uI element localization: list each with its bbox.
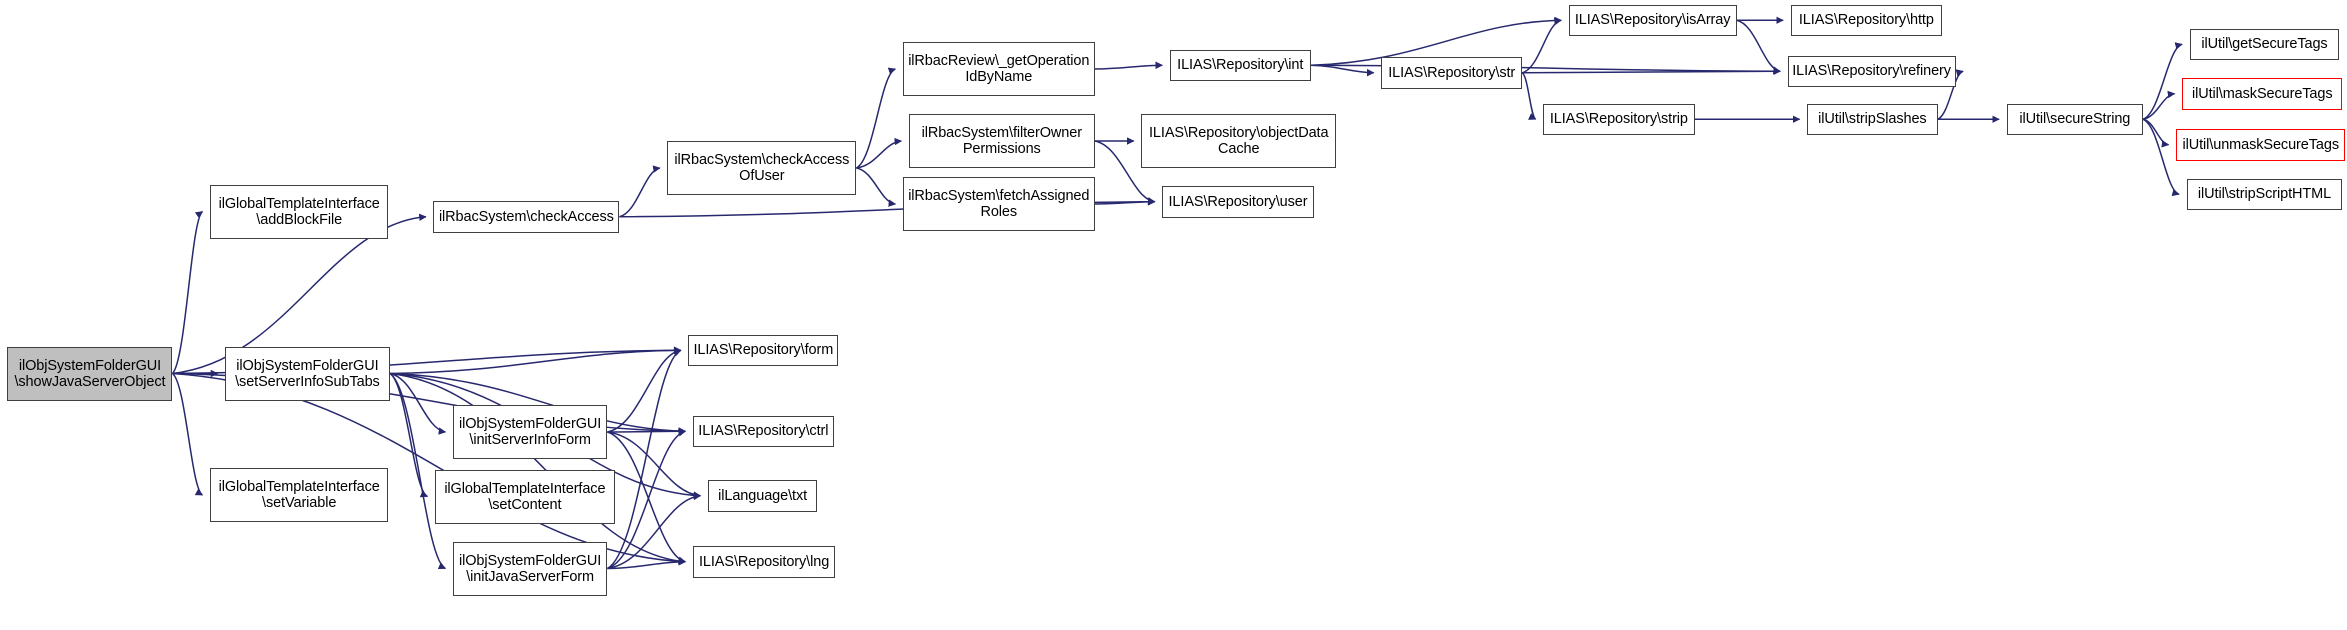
graph-node-secureString[interactable]: ilUtil\secureString [2006,103,2144,135]
graph-node-isArray[interactable]: ILIAS\Repository\isArray [1568,4,1737,36]
graph-node-label: ILIAS\Repository\lng [698,553,830,570]
graph-edge-filterOwnerPermissions-to-user [1094,140,1156,205]
graph-node-label: ILIAS\Repository\str [1388,64,1516,81]
graph-node-label: ilGlobalTemplateInterface \setVariable [218,479,380,511]
graph-node-label: ilUtil\getSecureTags [2201,36,2328,53]
graph-node-label: ilRbacReview\_getOperation IdByName [908,53,1090,85]
graph-node-label: ilUtil\maskSecureTags [2191,85,2333,102]
graph-node-label: ilObjSystemFolderGUI \initServerInfoForm [459,416,602,448]
graph-node-addBlockFile[interactable]: ilGlobalTemplateInterface \addBlockFile [209,184,389,239]
graph-edge-int-to-str [1310,64,1375,77]
graph-node-stripSlashes[interactable]: ilUtil\stripSlashes [1807,103,1938,135]
graph-node-label: ILIAS\Repository\int [1177,57,1304,74]
graph-node-stripScriptHTML[interactable]: ilUtil\stripScriptHTML [2186,178,2343,210]
graph-edge-initServerInfoForm-to-form [607,347,682,433]
graph-node-label: ilLanguage\txt [718,487,808,504]
graph-edge-initJavaServerForm-to-ctrl [607,429,687,570]
graph-node-label: ilUtil\stripScriptHTML [2197,186,2332,203]
graph-edge-initJavaServerForm-to-lng [607,558,687,570]
graph-edge-checkAccess-to-checkAccessOfUser [619,165,661,218]
graph-node-getOperationIdByName[interactable]: ilRbacReview\_getOperation IdByName [902,42,1095,96]
graph-node-label: ilObjSystemFolderGUI \initJavaServerForm [459,552,602,585]
graph-edge-setServerInfoSubTabs-to-initServerInfoForm [389,372,447,435]
graph-edge-initServerInfoForm-to-ctrl [607,427,687,436]
graph-node-str[interactable]: ILIAS\Repository\str [1381,57,1523,89]
graph-edge-initServerInfoForm-to-txt [607,431,702,499]
graph-node-label: ilGlobalTemplateInterface \addBlockFile [218,195,380,228]
graph-node-filterOwnerPermissions[interactable]: ilRbacSystem\filterOwner Permissions [908,114,1095,168]
graph-edge-str-to-strip [1521,72,1537,120]
graph-node-label: ilUtil\secureString [2019,111,2131,128]
graph-node-label: ILIAS\Repository\form [693,342,834,359]
graph-node-unmaskSecureTags[interactable]: ilUtil\unmaskSecureTags [2176,129,2346,161]
graph-edge-secureString-to-unmaskSecureTags [2142,118,2170,148]
graph-edge-isArray-to-refinery [1736,19,1781,74]
graph-node-initJavaServerForm[interactable]: ilObjSystemFolderGUI \initJavaServerForm [452,541,608,596]
graph-node-checkAccessOfUser[interactable]: ilRbacSystem\checkAccess OfUser [667,141,857,195]
graph-edge-secureString-to-maskSecureTags [2142,90,2176,120]
graph-node-label: ILIAS\Repository\user [1168,193,1308,210]
graph-edge-checkAccessOfUser-to-filterOwnerPermissions [856,137,903,169]
graph-node-label: ILIAS\Repository\http [1798,12,1934,29]
graph-node-objectDataCache[interactable]: ILIAS\Repository\objectData Cache [1141,114,1337,168]
graph-node-strip[interactable]: ILIAS\Repository\strip [1543,103,1695,135]
graph-edge-getOperationIdByName-to-int [1094,61,1164,70]
graph-node-refinery[interactable]: ILIAS\Repository\refinery [1787,55,1956,87]
graph-edge-initJavaServerForm-to-txt [607,492,702,570]
graph-node-ctrl[interactable]: ILIAS\Repository\ctrl [692,415,834,447]
graph-node-lng[interactable]: ILIAS\Repository\lng [692,546,836,578]
graph-edge-setServerInfoSubTabs-to-initJavaServerForm [389,372,447,570]
graph-node-label: ilRbacSystem\checkAccess [438,208,614,225]
graph-edge-secureString-to-stripScriptHTML [2142,118,2180,197]
graph-node-setContent[interactable]: ilGlobalTemplateInterface \setContent [434,469,615,524]
graph-edge-root-to-addBlockFile [171,210,204,375]
graph-node-http[interactable]: ILIAS\Repository\http [1790,4,1943,36]
graph-node-label: ilObjSystemFolderGUI \setServerInfoSubTa… [235,357,380,390]
graph-node-int[interactable]: ILIAS\Repository\int [1169,49,1311,81]
graph-node-maskSecureTags[interactable]: ilUtil\maskSecureTags [2182,78,2343,110]
graph-edge-int-to-isArray [1310,16,1562,66]
graph-node-label: ILIAS\Repository\objectData Cache [1149,125,1329,157]
graph-node-form[interactable]: ILIAS\Repository\form [688,334,839,366]
graph-edge-initJavaServerForm-to-form [606,349,682,570]
graph-node-setVariable[interactable]: ilGlobalTemplateInterface \setVariable [209,468,389,522]
graph-node-label: ilGlobalTemplateInterface \setContent [444,480,606,513]
graph-node-label: ilRbacSystem\fetchAssigned Roles [908,188,1090,220]
graph-edge-stripSlashes-to-refinery [1937,69,1964,120]
graph-node-root[interactable]: ilObjSystemFolderGUI \showJavaServerObje… [7,346,173,401]
graph-node-label: ilRbacSystem\checkAccess OfUser [674,152,850,184]
graph-edge-root-to-checkAccess [172,213,427,375]
graph-edge-checkAccessOfUser-to-getOperationIdByName [855,67,897,169]
graph-node-label: ilRbacSystem\filterOwner Permissions [921,125,1082,157]
graph-edge-setServerInfoSubTabs-to-ctrl [389,372,687,435]
graph-node-initServerInfoForm[interactable]: ilObjSystemFolderGUI \initServerInfoForm [452,405,608,459]
graph-edge-secureString-to-getSecureTags [2142,42,2183,120]
graph-edge-fetchAssignedRoles-to-user [1094,198,1156,206]
graph-edge-setServerInfoSubTabs-to-setContent [389,372,429,498]
graph-edge-checkAccessOfUser-to-fetchAssignedRoles [856,167,897,207]
graph-node-label: ILIAS\Repository\refinery [1792,63,1951,80]
graph-node-label: ILIAS\Repository\strip [1549,111,1688,128]
graph-node-label: ILIAS\Repository\ctrl [698,423,829,440]
graph-edge-str-to-refinery [1522,67,1781,76]
graph-node-getSecureTags[interactable]: ilUtil\getSecureTags [2189,28,2340,60]
graph-node-user[interactable]: ILIAS\Repository\user [1162,186,1314,218]
graph-node-label: ilUtil\unmaskSecureTags [2182,136,2340,153]
graph-node-fetchAssignedRoles[interactable]: ilRbacSystem\fetchAssigned Roles [902,177,1095,231]
graph-node-txt[interactable]: ilLanguage\txt [707,480,818,512]
graph-node-label: ilUtil\stripSlashes [1818,111,1927,128]
graph-edge-str-to-isArray [1521,17,1562,74]
graph-edge-root-to-setVariable [171,372,204,496]
graph-node-label: ILIAS\Repository\isArray [1574,12,1731,29]
graph-edge-setServerInfoSubTabs-to-form [389,346,682,375]
graph-node-label: ilObjSystemFolderGUI \showJavaServerObje… [14,357,166,390]
graph-node-setServerInfoSubTabs[interactable]: ilObjSystemFolderGUI \setServerInfoSubTa… [224,346,390,401]
graph-node-checkAccess[interactable]: ilRbacSystem\checkAccess [433,201,620,233]
